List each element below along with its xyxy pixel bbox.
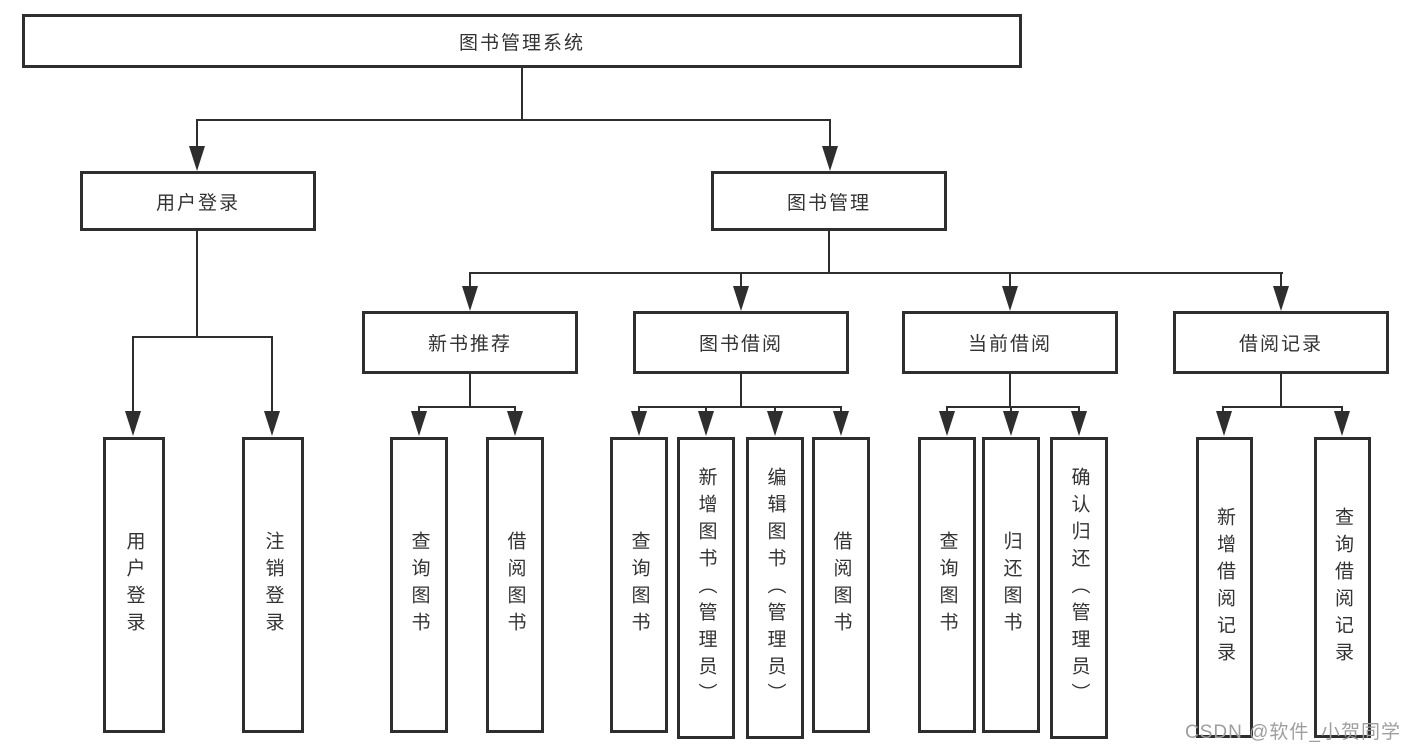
leaf-borrow-query-book: 查询图书	[610, 437, 668, 733]
connector-drop-new-book-rec	[469, 272, 471, 288]
arrowhead-borrow-query	[631, 411, 647, 436]
leaf-borrow-query-book-label: 查询图书	[628, 531, 650, 639]
leaf-rec-borrow-book-label: 借阅图书	[504, 531, 526, 639]
node-borrow-records-label: 借阅记录	[1238, 334, 1323, 355]
arrowhead-leaf-logout	[264, 411, 280, 436]
connector-drop-user-login	[196, 119, 198, 148]
connector-bus-level3	[469, 272, 1283, 274]
connector-drop-records-add	[1222, 406, 1224, 414]
connector-drop-borrow-borrow	[840, 406, 842, 414]
arrowhead-borrow-edit	[767, 411, 783, 436]
arrowhead-records-add	[1216, 411, 1232, 436]
node-user-login: 用户登录	[80, 171, 316, 231]
leaf-user-login-label: 用户登录	[123, 531, 145, 639]
connector-drop-borrow-add	[705, 406, 707, 414]
connector-drop-borrow-edit	[774, 406, 776, 414]
connector-drop-rec-query	[418, 406, 420, 414]
arrowhead-records-query	[1334, 411, 1350, 436]
leaf-current-query-book: 查询图书	[918, 437, 976, 733]
arrowhead-book-mgmt	[822, 146, 838, 171]
connector-user-login-stub	[196, 231, 198, 337]
leaf-return-book: 归还图书	[982, 437, 1040, 733]
arrowhead-rec-query	[411, 411, 427, 436]
connector-drop-book-mgmt	[829, 119, 831, 148]
arrowhead-current-confirm	[1071, 411, 1087, 436]
node-current-borrow-label: 当前借阅	[967, 334, 1052, 355]
arrowhead-user-login	[189, 146, 205, 171]
leaf-add-borrow-record: 新增借阅记录	[1196, 437, 1253, 738]
leaf-edit-book-admin: 编辑图书（管理员）	[746, 437, 804, 739]
node-user-login-label: 用户登录	[155, 192, 240, 214]
connector-bus-user-login	[132, 336, 273, 338]
leaf-rec-query-book: 查询图书	[390, 437, 448, 733]
connector-drop-rec-borrow	[514, 406, 516, 414]
connector-drop-borrow-records	[1280, 272, 1282, 288]
connector-bus-borrow	[638, 406, 842, 408]
leaf-logout-label: 注销登录	[262, 531, 284, 639]
connector-rec-stub	[469, 374, 471, 407]
arrowhead-book-borrow	[733, 286, 749, 311]
arrowhead-current-query	[939, 411, 955, 436]
node-library-system: 图书管理系统	[22, 14, 1022, 68]
node-new-book-rec: 新书推荐	[362, 311, 578, 374]
leaf-add-book-admin-label: 新增图书（管理员）	[695, 466, 717, 710]
connector-bus-rec	[418, 406, 516, 408]
node-new-book-rec-label: 新书推荐	[427, 334, 512, 355]
connector-borrow-stub	[740, 374, 742, 407]
connector-records-stub	[1280, 374, 1282, 407]
connector-drop-current-return	[1010, 406, 1012, 414]
csdn-watermark: CSDN @软件_小贺同学	[1185, 722, 1401, 743]
connector-drop-current-confirm	[1078, 406, 1080, 414]
leaf-rec-query-book-label: 查询图书	[408, 531, 430, 639]
leaf-query-borrow-record-label: 查询借阅记录	[1332, 506, 1353, 669]
leaf-logout: 注销登录	[242, 437, 304, 733]
arrowhead-rec-borrow	[507, 411, 523, 436]
connector-drop-leaf-logout	[271, 336, 273, 413]
leaf-query-borrow-record: 查询借阅记录	[1314, 437, 1371, 738]
connector-bus-records	[1222, 406, 1343, 408]
connector-current-stub	[1009, 374, 1011, 407]
connector-drop-records-query	[1341, 406, 1343, 414]
connector-root-stub	[521, 68, 523, 120]
leaf-add-book-admin: 新增图书（管理员）	[677, 437, 735, 739]
connector-drop-current-borrow	[1009, 272, 1011, 288]
leaf-current-query-book-label: 查询图书	[936, 531, 958, 639]
leaf-user-login: 用户登录	[103, 437, 165, 733]
connector-drop-leaf-login	[132, 336, 134, 413]
connector-bus-current	[946, 406, 1080, 408]
node-borrow-records: 借阅记录	[1173, 311, 1389, 374]
node-library-system-label: 图书管理系统	[458, 32, 585, 54]
leaf-rec-borrow-book: 借阅图书	[486, 437, 544, 733]
leaf-return-book-label: 归还图书	[1000, 531, 1022, 639]
node-book-mgmt: 图书管理	[711, 171, 947, 231]
leaf-confirm-return-admin-label: 确认归还（管理员）	[1068, 466, 1090, 710]
leaf-confirm-return-admin: 确认归还（管理员）	[1050, 437, 1108, 739]
arrowhead-borrow-records	[1273, 286, 1289, 311]
arrowhead-leaf-login	[125, 411, 141, 436]
connector-book-mgmt-stub	[828, 231, 830, 273]
leaf-add-borrow-record-label: 新增借阅记录	[1214, 506, 1235, 669]
arrowhead-borrow-add	[698, 411, 714, 436]
arrowhead-current-borrow	[1002, 286, 1018, 311]
node-current-borrow: 当前借阅	[902, 311, 1118, 374]
node-book-borrow-label: 图书借阅	[698, 334, 783, 355]
leaf-edit-book-admin-label: 编辑图书（管理员）	[764, 466, 786, 710]
leaf-borrow-borrow-book-label: 借阅图书	[830, 531, 852, 639]
connector-drop-book-borrow	[740, 272, 742, 288]
arrowhead-borrow-borrow	[833, 411, 849, 436]
connector-drop-borrow-query	[638, 406, 640, 414]
arrowhead-new-book-rec	[462, 286, 478, 311]
node-book-borrow: 图书借阅	[633, 311, 849, 374]
node-book-mgmt-label: 图书管理	[786, 192, 871, 214]
connector-drop-current-query	[946, 406, 948, 414]
leaf-borrow-borrow-book: 借阅图书	[812, 437, 870, 733]
arrowhead-current-return	[1003, 411, 1019, 436]
connector-bus-level2	[196, 119, 831, 121]
